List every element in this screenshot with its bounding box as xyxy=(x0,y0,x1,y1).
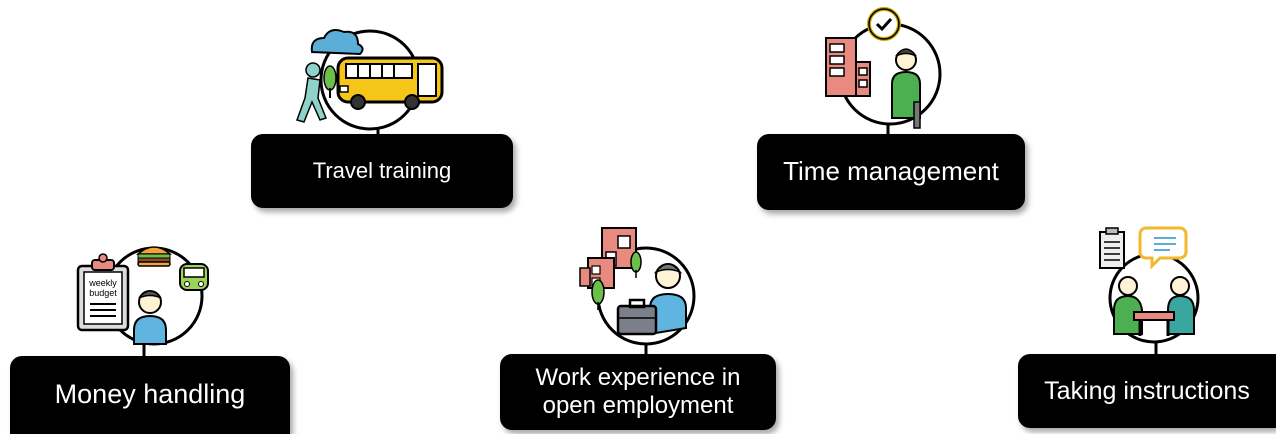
taking-instructions-label: Taking instructions xyxy=(1018,354,1276,428)
clipboard-icon: weekly budget xyxy=(76,253,130,332)
clipboard-icon xyxy=(1099,227,1125,269)
travel-training-label: Travel training xyxy=(251,134,513,208)
work-experience-line-2: open employment xyxy=(542,392,734,419)
meeting-table-icon xyxy=(1113,276,1195,336)
clipboard-line-2: budget xyxy=(89,288,117,298)
time-management-label: Time management xyxy=(757,134,1025,210)
buildings-icon xyxy=(579,227,637,289)
work-icon-group xyxy=(578,224,708,354)
money-handling-label: Money handling xyxy=(10,356,290,434)
car-icon xyxy=(179,263,209,291)
money-icon-group: weekly budget xyxy=(76,240,216,356)
taking-instructions-text: Taking instructions xyxy=(1044,376,1250,405)
instructions-icon-group xyxy=(1096,224,1206,354)
bus-icon xyxy=(336,56,444,110)
travel-icon-group xyxy=(278,22,448,134)
clipboard-line-1: weekly xyxy=(88,278,117,288)
calendar-icon xyxy=(825,37,871,97)
cloud-icon xyxy=(310,29,364,56)
walking-person-icon xyxy=(296,62,327,123)
work-experience-label: Work experience in open employment xyxy=(500,354,776,430)
time-icon-group xyxy=(818,6,958,134)
briefcase-icon xyxy=(616,298,658,336)
work-experience-line-1: Work experience in xyxy=(535,364,741,392)
person-icon xyxy=(649,263,687,336)
travel-training-text: Travel training xyxy=(312,158,452,184)
person-icon xyxy=(133,290,167,345)
speech-bubble-icon xyxy=(1138,226,1188,270)
burger-icon xyxy=(136,246,172,267)
money-handling-text: Money handling xyxy=(54,379,246,410)
tree-icon xyxy=(323,65,337,98)
tree-icon xyxy=(591,251,642,310)
person-icon xyxy=(891,48,921,129)
clock-check-icon xyxy=(867,7,901,41)
time-management-text: Time management xyxy=(783,156,999,187)
